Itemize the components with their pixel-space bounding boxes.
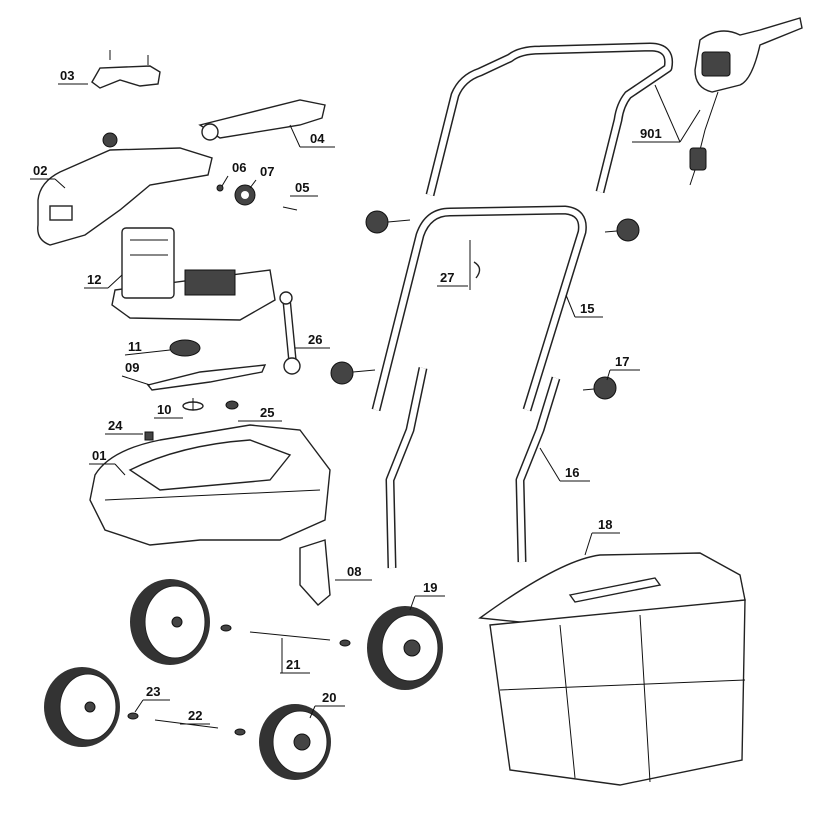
label-03: 03 bbox=[60, 68, 74, 83]
upper-handle bbox=[425, 42, 674, 197]
label-23: 23 bbox=[146, 684, 160, 699]
label-10: 10 bbox=[157, 402, 171, 417]
label-18: 18 bbox=[598, 517, 612, 532]
wheel-rear-left bbox=[44, 667, 120, 747]
label-04: 04 bbox=[310, 131, 325, 146]
flap-08 bbox=[299, 539, 331, 606]
axles bbox=[127, 624, 351, 736]
label-15: 15 bbox=[580, 301, 594, 316]
label-27: 27 bbox=[440, 270, 454, 285]
label-16: 16 bbox=[565, 465, 579, 480]
label-07: 07 bbox=[260, 164, 274, 179]
label-08: 08 bbox=[347, 564, 361, 579]
wheel-front-left bbox=[130, 579, 210, 665]
label-09: 09 bbox=[125, 360, 139, 375]
wheel-19 bbox=[367, 606, 443, 690]
label-05: 05 bbox=[295, 180, 309, 195]
deck-01 bbox=[89, 424, 331, 546]
switch-box-cable bbox=[689, 17, 803, 186]
label-20: 20 bbox=[322, 690, 336, 705]
label-17: 17 bbox=[615, 354, 629, 369]
blade-09 bbox=[146, 364, 267, 391]
label-901: 901 bbox=[640, 126, 662, 141]
housing-cover-02 bbox=[37, 132, 213, 246]
label-02: 02 bbox=[33, 163, 47, 178]
middle-handle bbox=[371, 205, 587, 412]
motor-12 bbox=[111, 227, 276, 321]
lower-handle-tubes bbox=[385, 367, 561, 569]
label-25: 25 bbox=[260, 405, 274, 420]
label-01: 01 bbox=[92, 448, 106, 463]
label-24: 24 bbox=[108, 418, 123, 433]
cover-04 bbox=[198, 99, 326, 141]
label-26: 26 bbox=[308, 332, 322, 347]
spanner-26 bbox=[279, 291, 301, 375]
cover-03 bbox=[91, 50, 161, 89]
label-19: 19 bbox=[423, 580, 437, 595]
fasteners-10-24-25 bbox=[144, 398, 239, 441]
label-11: 11 bbox=[128, 339, 142, 354]
wheel-20 bbox=[259, 704, 331, 780]
spring-11 bbox=[169, 339, 201, 357]
knobs bbox=[330, 210, 640, 400]
grass-bag-18 bbox=[478, 552, 746, 786]
label-21: 21 bbox=[286, 657, 300, 672]
label-12: 12 bbox=[87, 272, 101, 287]
label-22: 22 bbox=[188, 708, 202, 723]
cable-clip bbox=[469, 240, 481, 290]
small-parts-05-06-07 bbox=[216, 184, 298, 211]
part-labels: 03 04 02 06 07 05 12 26 11 09 10 25 24 0… bbox=[30, 68, 701, 725]
label-06: 06 bbox=[232, 160, 246, 175]
